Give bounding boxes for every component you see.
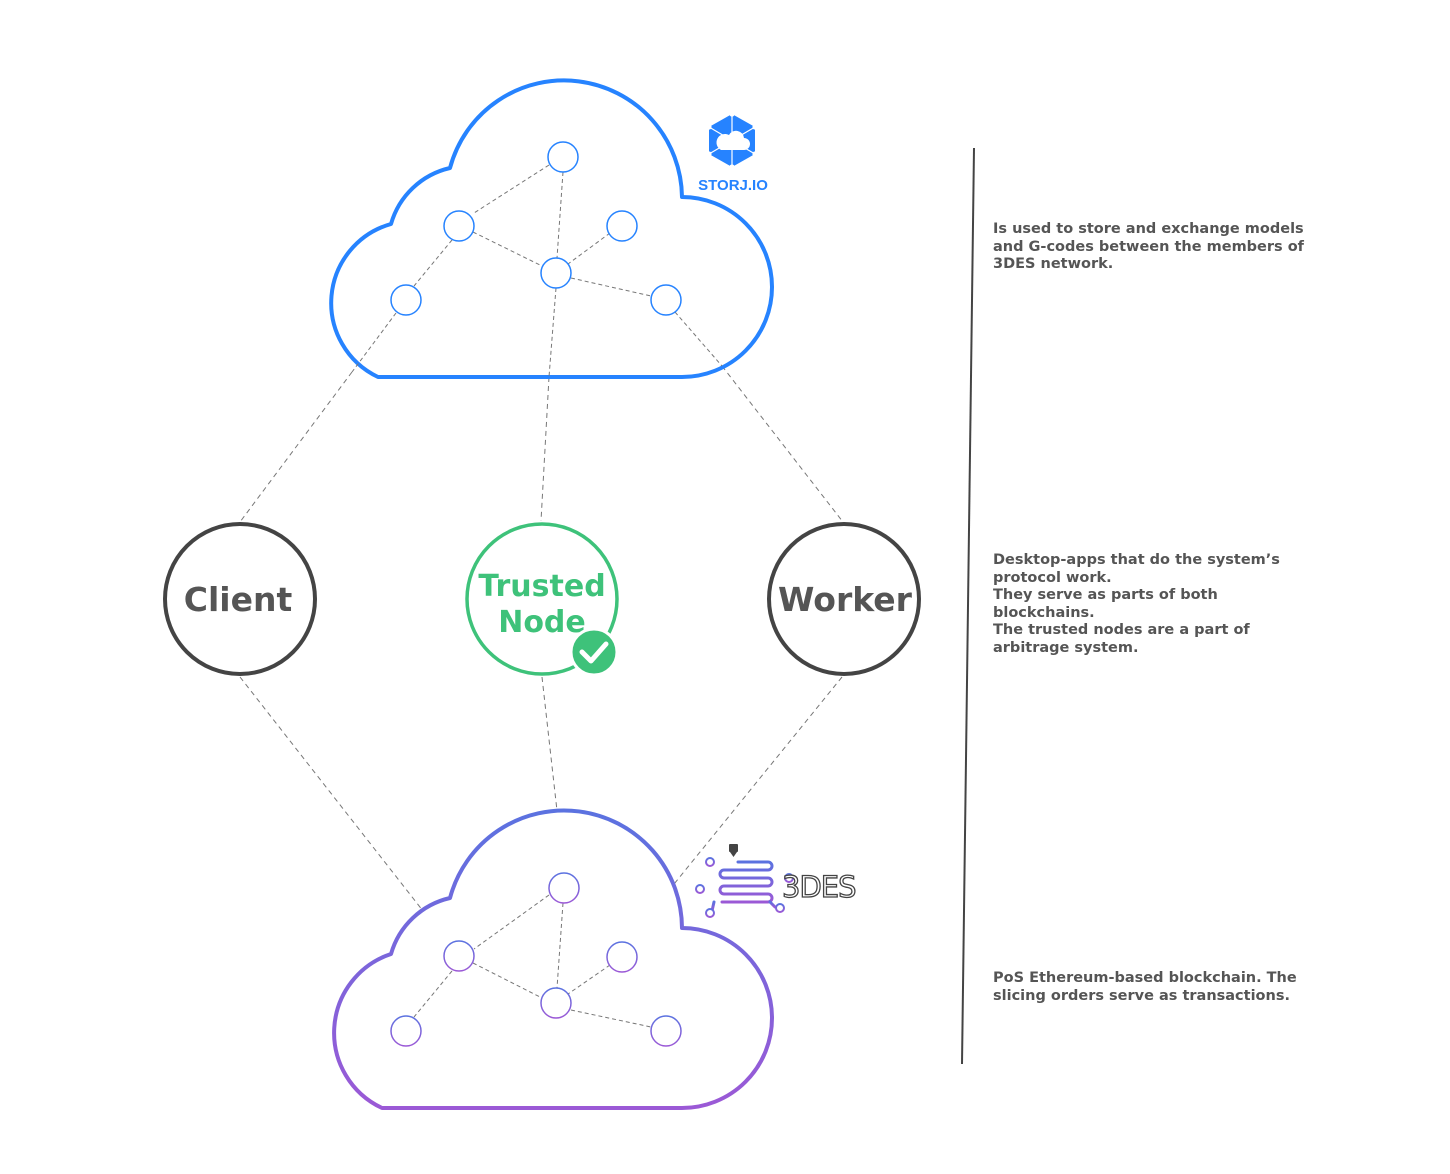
network-node	[606, 210, 638, 242]
storj-cloud-outline	[329, 78, 774, 379]
3des-printer-circuit-icon	[695, 844, 794, 918]
3des-network-nodes	[390, 872, 682, 1047]
network-link	[567, 232, 611, 265]
description-line: 3DES network.	[993, 256, 1114, 272]
network-link	[472, 962, 543, 999]
network-link	[556, 902, 564, 989]
storj-network-links	[351, 164, 723, 378]
description-line: They serve as parts of both	[993, 587, 1218, 603]
network-link	[674, 311, 723, 367]
storj-hexagon-cloud-icon	[706, 111, 758, 170]
connector-storj-client	[239, 371, 353, 523]
blockchain-description: PoS Ethereum-based blockchain. The slici…	[993, 970, 1313, 1005]
client-node: Client	[163, 522, 317, 676]
network-link	[548, 287, 557, 378]
description-line: Desktop-apps that do the system’s	[993, 552, 1280, 568]
description-line: The trusted nodes are a part of	[993, 622, 1250, 638]
client-node-label: Client	[184, 580, 293, 619]
worker-node-label: Worker	[778, 580, 913, 619]
description-line: Is used to store and exchange models	[993, 221, 1304, 237]
storj-logo-text: STORJ.IO	[698, 177, 768, 194]
network-link	[351, 312, 397, 373]
network-node	[390, 1015, 422, 1047]
connector-storj-trusted	[540, 376, 550, 522]
storj-description: Is used to store and exchange models and…	[993, 221, 1313, 274]
trusted-node-label-line2: Node	[498, 605, 586, 640]
network-node	[650, 284, 682, 316]
trusted-node-label-line1: Trusted	[478, 569, 605, 604]
3des-cloud	[332, 808, 774, 1110]
3des-logo-text: 3DES	[782, 870, 856, 904]
network-node	[606, 941, 638, 973]
3des-network-links	[413, 894, 652, 1028]
network-node	[443, 940, 475, 972]
network-node	[540, 987, 572, 1019]
network-node	[650, 1015, 682, 1047]
description-line: PoS Ethereum-based blockchain. The	[993, 970, 1297, 986]
description-line: arbitrage system.	[993, 639, 1139, 656]
storj-cloud	[329, 78, 774, 379]
description-line: and G-codes between the members of	[993, 238, 1304, 255]
network-link	[472, 231, 543, 267]
checkmark-badge-icon	[569, 627, 619, 677]
storj-network-nodes	[390, 141, 682, 316]
client-node-circle	[163, 522, 317, 676]
desktop-apps-description: Desktop-apps that do the system’s protoc…	[993, 552, 1313, 657]
network-node	[548, 872, 580, 904]
network-node	[443, 210, 475, 242]
connector-storj-worker	[721, 365, 844, 523]
network-link	[473, 894, 550, 950]
vertical-divider	[961, 147, 975, 1065]
worker-node-circle	[767, 522, 921, 676]
network-node	[540, 257, 572, 289]
description-line: blockchains.	[993, 604, 1095, 621]
description-line: protocol work.	[993, 569, 1112, 586]
network-node	[390, 284, 422, 316]
3des-logo: 3DES	[695, 844, 857, 918]
3des-cloud-outline	[332, 808, 774, 1110]
description-line: slicing orders serve as transactions.	[993, 987, 1290, 1004]
connector-client-3des	[239, 676, 453, 949]
network-link	[473, 164, 550, 214]
network-link	[413, 239, 453, 287]
network-link	[556, 171, 564, 259]
storj-logo: STORJ.IO	[698, 111, 768, 194]
network-node	[547, 141, 579, 173]
network-link	[413, 970, 453, 1018]
worker-node: Worker	[767, 522, 921, 676]
network-link	[567, 964, 611, 995]
trusted-node: Trusted Node	[465, 522, 619, 677]
